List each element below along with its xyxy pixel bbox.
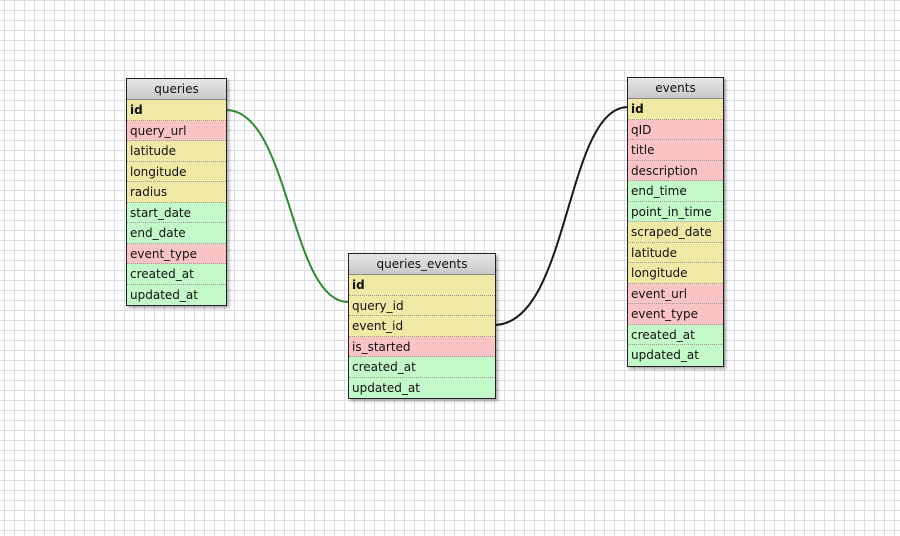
relation-line-queries-events-to-events[interactable]	[493, 106, 629, 326]
column-queries-updated-at[interactable]: updated_at	[127, 284, 226, 305]
column-events-qid[interactable]: qID	[628, 119, 723, 140]
column-queries-event-type[interactable]: event_type	[127, 243, 226, 264]
relation-line-queries-to-queries-events[interactable]	[225, 109, 349, 303]
column-queries-events-event-id[interactable]: event_id	[349, 316, 495, 337]
table-header-queries[interactable]: queries	[127, 79, 226, 100]
column-queries-start-date[interactable]: start_date	[127, 202, 226, 223]
column-queries-events-is-started[interactable]: is_started	[349, 336, 495, 357]
column-events-end-time[interactable]: end_time	[628, 181, 723, 202]
column-events-description[interactable]: description	[628, 160, 723, 181]
column-events-event-url[interactable]: event_url	[628, 283, 723, 304]
column-events-id[interactable]: id	[628, 99, 723, 120]
column-events-title[interactable]: title	[628, 140, 723, 161]
column-events-scraped-date[interactable]: scraped_date	[628, 222, 723, 243]
column-queries-events-updated-at[interactable]: updated_at	[349, 377, 495, 398]
column-queries-events-id[interactable]: id	[349, 275, 495, 296]
column-events-longitude[interactable]: longitude	[628, 263, 723, 284]
column-queries-longitude[interactable]: longitude	[127, 161, 226, 182]
column-events-updated-at[interactable]: updated_at	[628, 345, 723, 366]
column-events-latitude[interactable]: latitude	[628, 242, 723, 263]
table-header-events[interactable]: events	[628, 78, 723, 99]
column-queries-end-date[interactable]: end_date	[127, 223, 226, 244]
column-queries-events-created-at[interactable]: created_at	[349, 357, 495, 378]
column-queries-id[interactable]: id	[127, 100, 226, 121]
column-events-point-in-time[interactable]: point_in_time	[628, 201, 723, 222]
column-queries-radius[interactable]: radius	[127, 182, 226, 203]
column-events-created-at[interactable]: created_at	[628, 324, 723, 345]
column-queries-query-url[interactable]: query_url	[127, 120, 226, 141]
table-header-queries-events[interactable]: queries_events	[349, 254, 495, 275]
column-events-event-type[interactable]: event_type	[628, 304, 723, 325]
column-queries-latitude[interactable]: latitude	[127, 141, 226, 162]
column-queries-events-query-id[interactable]: query_id	[349, 295, 495, 316]
column-queries-created-at[interactable]: created_at	[127, 264, 226, 285]
